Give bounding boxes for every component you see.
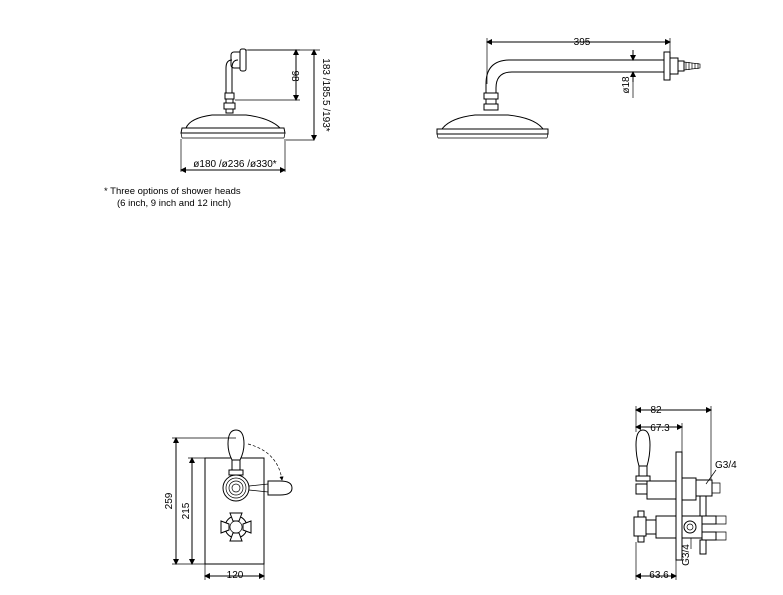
shower-head-front-view: 98 183 /185.5 /193* ø180 /ø236 /ø330* — [180, 48, 331, 173]
dim-side-depth-bottom: 63.6 — [649, 570, 669, 581]
dim-pipe-diameter: ø18 — [621, 76, 632, 94]
dim-valve-inner-height: 215 — [181, 502, 192, 519]
dim-thread-upper: G3/4 — [715, 460, 737, 471]
dim-diameter: ø180 /ø236 /ø330* — [193, 159, 276, 170]
dim-height-total: 183 /185.5 /193* — [320, 58, 331, 132]
valve-front-view: 259 215 120 — [164, 429, 293, 581]
dim-side-depth-handle: 67.3 — [650, 423, 670, 434]
dim-thread-lower: G3/4 — [681, 544, 692, 566]
shower-arm-side-view: 395 ø18 — [436, 37, 701, 139]
dim-height-upper: 98 — [289, 70, 300, 82]
shower-head-options-note: * Three options of shower heads (6 inch,… — [104, 186, 241, 210]
note-line-2: (6 inch, 9 inch and 12 inch) — [117, 198, 232, 209]
dim-side-depth-total: 82 — [650, 405, 662, 416]
dim-valve-width: 120 — [227, 570, 244, 581]
note-line-1: * Three options of shower heads — [104, 186, 241, 197]
dim-arm-length: 395 — [574, 37, 591, 48]
dim-valve-outer-height: 259 — [164, 492, 175, 509]
valve-side-view: 82 67.3 G3/4 G3/4 63.6 — [633, 405, 737, 581]
